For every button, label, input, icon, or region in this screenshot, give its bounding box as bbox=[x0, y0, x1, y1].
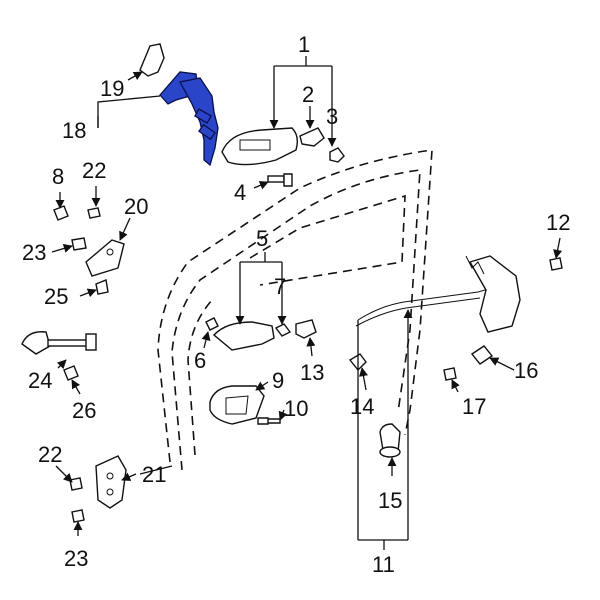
outside-handle-cover-part-2[interactable] bbox=[299, 127, 325, 147]
screw-part-10[interactable] bbox=[257, 417, 281, 425]
leader-lines bbox=[51, 56, 563, 550]
callout-3: 3 bbox=[326, 104, 338, 129]
bolt-part-4[interactable] bbox=[267, 173, 293, 187]
callout-12: 12 bbox=[546, 210, 570, 235]
callout-25: 25 bbox=[44, 284, 68, 309]
door-lock-latch-part-11[interactable] bbox=[465, 255, 521, 333]
nut-part-8[interactable] bbox=[53, 205, 69, 221]
callout-6: 6 bbox=[194, 348, 206, 373]
callout-22-lower: 22 bbox=[38, 442, 62, 467]
callout-10: 10 bbox=[284, 396, 308, 421]
callout-13: 13 bbox=[300, 360, 324, 385]
inside-handle-part-5[interactable] bbox=[212, 321, 275, 351]
callout-20: 20 bbox=[124, 194, 148, 219]
callout-2: 2 bbox=[302, 82, 314, 107]
screw-part-17[interactable] bbox=[443, 367, 457, 381]
callout-11: 11 bbox=[372, 552, 395, 577]
callout-22-upper: 22 bbox=[82, 158, 106, 183]
door-lock-cylinder-part-18[interactable] bbox=[159, 71, 219, 167]
screw-part-12[interactable] bbox=[549, 257, 563, 271]
bolt-part-22-upper[interactable] bbox=[87, 207, 101, 219]
callout-23-upper: 23 bbox=[22, 240, 46, 265]
lock-cable-part-15[interactable] bbox=[379, 423, 401, 458]
hinge-part-21[interactable] bbox=[95, 455, 127, 509]
callout-5: 5 bbox=[256, 226, 268, 251]
control-rod bbox=[357, 287, 493, 321]
bolt-part-23-lower[interactable] bbox=[71, 509, 85, 523]
callout-24: 24 bbox=[28, 368, 52, 393]
callout-1: 1 bbox=[298, 32, 310, 57]
callout-17: 17 bbox=[462, 394, 486, 419]
door-check-part-24[interactable] bbox=[21, 331, 97, 355]
inside-handle-bezel-part-9[interactable] bbox=[209, 385, 265, 425]
screw-part-7[interactable] bbox=[274, 323, 292, 337]
callout-7: 7 bbox=[274, 274, 286, 299]
callout-9: 9 bbox=[272, 368, 284, 393]
clip-part-3[interactable] bbox=[329, 147, 345, 163]
bolt-part-22-lower[interactable] bbox=[69, 477, 83, 491]
outside-handle-part-1[interactable] bbox=[221, 127, 299, 166]
callout-26: 26 bbox=[72, 398, 96, 423]
screw-part-6[interactable] bbox=[205, 317, 219, 331]
callout-4: 4 bbox=[234, 180, 246, 205]
clip-part-13[interactable] bbox=[295, 319, 317, 339]
hinge-part-20[interactable] bbox=[85, 239, 125, 277]
callout-14: 14 bbox=[350, 394, 374, 419]
bolt-part-26[interactable] bbox=[63, 365, 79, 381]
callout-15: 15 bbox=[378, 488, 402, 513]
bolt-part-23-upper[interactable] bbox=[71, 237, 87, 251]
callout-18: 18 bbox=[62, 118, 86, 143]
striker-part-16[interactable] bbox=[470, 345, 494, 365]
callout-19: 19 bbox=[100, 76, 124, 101]
nut-part-25[interactable] bbox=[95, 279, 109, 295]
cylinder-retainer-part-19[interactable] bbox=[139, 43, 165, 77]
callout-8: 8 bbox=[52, 164, 64, 189]
callout-16: 16 bbox=[514, 358, 538, 383]
callout-labels: 1 2 3 4 5 6 7 8 9 10 11 12 13 14 15 16 1… bbox=[22, 32, 570, 577]
door-shell-outline bbox=[157, 149, 433, 471]
callout-21: 21 bbox=[142, 462, 166, 487]
callout-23-lower: 23 bbox=[64, 546, 88, 571]
